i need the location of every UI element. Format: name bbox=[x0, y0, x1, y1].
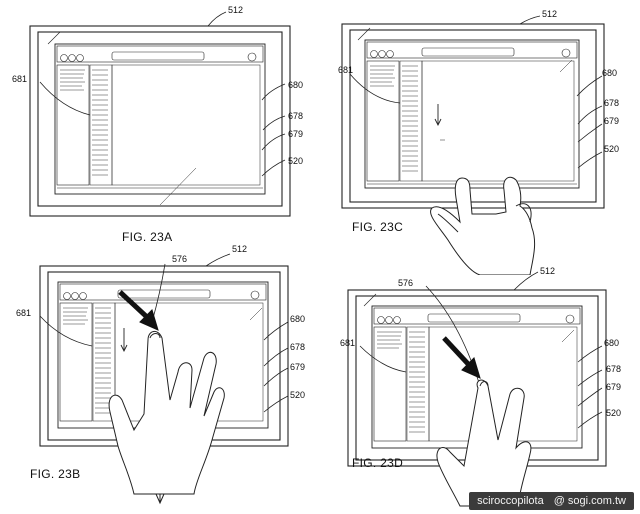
ref-679: 679 bbox=[604, 116, 619, 126]
list-lines bbox=[370, 65, 418, 172]
device-bezel bbox=[349, 29, 597, 203]
ref-576: 576 bbox=[172, 254, 187, 264]
ref-512: 512 bbox=[228, 5, 243, 15]
ref-680: 680 bbox=[288, 80, 303, 90]
ref-681: 681 bbox=[12, 74, 27, 84]
figure-label-23d: FIG. 23D bbox=[352, 456, 404, 470]
hand-open bbox=[108, 331, 225, 495]
ref-678: 678 bbox=[604, 98, 619, 108]
list-lines bbox=[60, 69, 108, 176]
screen bbox=[364, 39, 580, 189]
ref-520: 520 bbox=[288, 156, 303, 166]
ref-678: 678 bbox=[290, 342, 305, 352]
source-list bbox=[59, 302, 93, 422]
ref-520: 520 bbox=[604, 144, 619, 154]
list-lines bbox=[377, 331, 425, 433]
device-outer-frame bbox=[341, 23, 605, 209]
source-list bbox=[366, 60, 400, 182]
ref-512: 512 bbox=[540, 266, 555, 276]
figure-label-23a: FIG. 23A bbox=[122, 230, 173, 244]
ref-679: 679 bbox=[288, 129, 303, 139]
watermark-site: @ sogi.com.tw bbox=[553, 495, 626, 507]
ref-680: 680 bbox=[602, 68, 617, 78]
panel-23d: 512 681 576 680 678 679 520 bbox=[340, 266, 621, 507]
ref-679: 679 bbox=[606, 382, 621, 392]
figure-label-23b: FIG. 23B bbox=[30, 467, 81, 481]
panel-23a: 512 681 680 678 679 520 bbox=[12, 5, 303, 217]
content-area bbox=[421, 60, 575, 182]
toolbar bbox=[59, 283, 267, 301]
toolbar bbox=[373, 307, 581, 325]
toolbar bbox=[366, 41, 578, 59]
ref-520: 520 bbox=[290, 390, 305, 400]
list-lines bbox=[63, 307, 111, 414]
source-list bbox=[56, 64, 90, 186]
motion-arrow bbox=[118, 290, 159, 331]
source-list bbox=[373, 326, 407, 442]
ref-681: 681 bbox=[338, 65, 353, 75]
ref-680: 680 bbox=[604, 338, 619, 348]
song-list bbox=[406, 326, 430, 442]
ref-576: 576 bbox=[398, 278, 413, 288]
watermark-author: sciroccopilota bbox=[477, 495, 544, 507]
panel-23b: 512 681 576 680 678 679 520 bbox=[16, 244, 305, 505]
ref-512: 512 bbox=[542, 9, 557, 19]
motion-arrow bbox=[442, 336, 481, 379]
screen bbox=[54, 43, 266, 195]
ref-681: 681 bbox=[16, 308, 31, 318]
panel-23c: 512 681 680 678 679 520 bbox=[338, 9, 619, 275]
ref-678: 678 bbox=[606, 364, 621, 374]
ref-680: 680 bbox=[290, 314, 305, 324]
ref-679: 679 bbox=[290, 362, 305, 372]
content-area bbox=[111, 64, 261, 186]
figure-label-23c: FIG. 23C bbox=[352, 220, 404, 234]
ref-512: 512 bbox=[232, 244, 247, 254]
toolbar bbox=[56, 45, 264, 63]
hand-two-finger bbox=[436, 379, 532, 507]
device-outer-frame bbox=[29, 25, 291, 217]
device-bezel bbox=[37, 31, 283, 207]
ref-681: 681 bbox=[340, 338, 355, 348]
hand-two-finger bbox=[430, 176, 536, 275]
ref-520: 520 bbox=[606, 408, 621, 418]
ref-678: 678 bbox=[288, 111, 303, 121]
watermark-badge: sciroccopilota @ sogi.com.tw bbox=[469, 492, 634, 510]
